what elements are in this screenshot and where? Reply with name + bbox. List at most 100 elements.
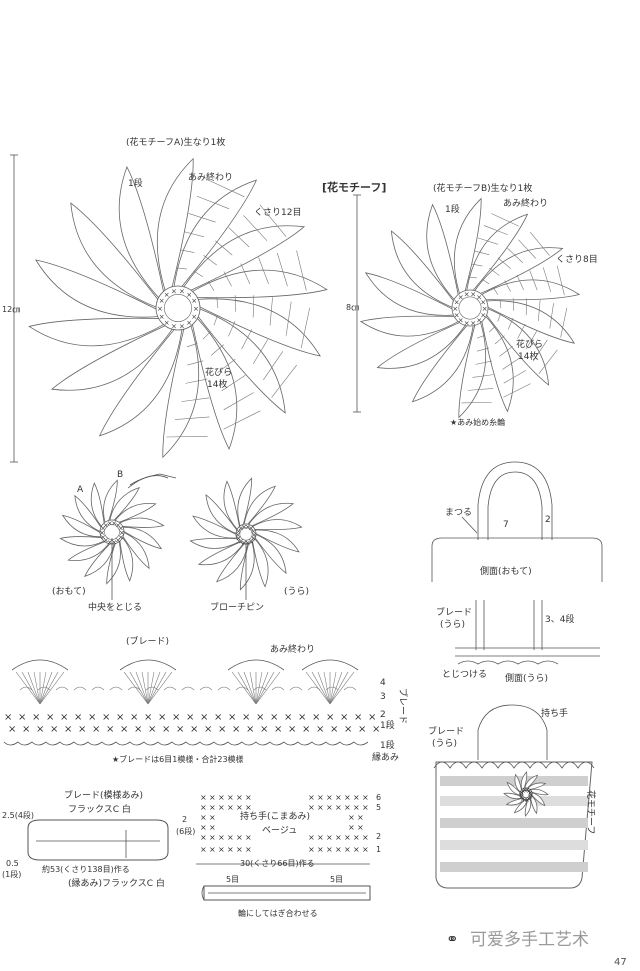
- petal: [183, 225, 306, 291]
- flower-b-drawing: ××××××××××××××: [359, 197, 581, 419]
- bag-front-7: 7: [503, 520, 509, 530]
- assembly-back: (うら): [284, 586, 309, 597]
- braid-edge-row: 1段: [380, 739, 395, 751]
- stitch-mark: [529, 231, 550, 256]
- cell-x: ×: [308, 833, 315, 842]
- stitch-x: ×: [118, 525, 124, 533]
- bag-stripe: [440, 776, 588, 786]
- braid-diagram-yarn: フラックスC 白: [68, 803, 131, 815]
- petal: [197, 308, 286, 414]
- row-x: ×: [246, 724, 254, 735]
- row-x: ×: [172, 712, 180, 723]
- cell-x: ×: [218, 803, 225, 812]
- finished-handle: 持ち手: [541, 707, 568, 719]
- petal: [486, 308, 550, 386]
- stitch-mark: [216, 296, 219, 309]
- chain-loop: [307, 686, 321, 691]
- stitch-mark: [207, 281, 215, 291]
- chain-loop: [289, 686, 303, 691]
- cell-x: ×: [209, 845, 216, 854]
- stitch-mark: [196, 195, 230, 210]
- cell-x: ×: [200, 845, 207, 854]
- stitch-x: ×: [250, 527, 256, 535]
- fan-stitch: [39, 671, 53, 705]
- stitch-mark: [507, 248, 523, 263]
- row-x: ×: [344, 724, 352, 735]
- petal: [390, 230, 454, 308]
- chain-loop: [73, 686, 87, 691]
- braid-stitch-chart: ××××××××××××××××××××××××××××××××××××××××…: [3, 659, 380, 746]
- cell-x: ×: [245, 803, 252, 812]
- stitch-x: ×: [111, 539, 117, 547]
- assembled-flower-back: ××××××××××××××: [189, 477, 303, 591]
- braid-diagram-edge: (縁あみ)フラックスC 白: [68, 877, 165, 889]
- stitch-x: ×: [527, 793, 533, 801]
- petal: [520, 771, 528, 791]
- braid-chart-title: (ブレード): [126, 635, 169, 647]
- stitch-x: ×: [470, 291, 476, 299]
- petal: [506, 781, 521, 796]
- row-x: ×: [134, 724, 142, 735]
- stitch-mark: [223, 392, 254, 411]
- fan-stitch: [249, 671, 257, 705]
- bag-stripe: [440, 862, 588, 872]
- cell-x: ×: [362, 793, 369, 802]
- stitch-mark: [549, 303, 554, 329]
- row-x: ×: [18, 712, 26, 723]
- petal: [122, 526, 163, 550]
- row-x: ×: [4, 712, 12, 723]
- stitch-x: ×: [99, 529, 105, 537]
- finished-back: (うら): [432, 738, 457, 749]
- cell-x: ×: [317, 793, 324, 802]
- bag-front-diagram: まつる 7 2 側面(おもて): [431, 461, 603, 582]
- flower-ring: [521, 789, 531, 799]
- cell-x: ×: [335, 803, 342, 812]
- petal: [98, 329, 183, 437]
- row-x: ×: [120, 724, 128, 735]
- fan-stitch: [39, 671, 59, 705]
- fan-stitch: [147, 671, 161, 705]
- fan-stitch: [147, 671, 167, 705]
- row-x: ×: [176, 724, 184, 735]
- row-x: ×: [144, 712, 152, 723]
- braid-side-label: ブレード: [397, 688, 409, 724]
- petal: [189, 537, 241, 549]
- bag-back-attach: とじつける: [442, 669, 487, 680]
- handle-height: 2: [182, 815, 187, 824]
- stitch-x: ×: [241, 523, 247, 531]
- cell-x: ×: [200, 793, 207, 802]
- stitch-x: ×: [454, 311, 460, 319]
- fan-stitch: [123, 671, 149, 705]
- row-x: ×: [368, 712, 376, 723]
- row-x: ×: [186, 712, 194, 723]
- chain-loop: [127, 686, 141, 691]
- row-x: ×: [372, 724, 380, 735]
- bag-front-side: 側面(おもて): [480, 565, 532, 577]
- stitch-mark: [537, 300, 541, 322]
- stitch-mark: [285, 301, 292, 336]
- stitch-mark: [518, 239, 537, 259]
- petal: [481, 279, 581, 301]
- stitch-mark: [473, 250, 490, 256]
- stitch-mark: [499, 346, 513, 357]
- chain-loop: [343, 686, 357, 691]
- cell-x: ×: [344, 833, 351, 842]
- stitch-x: ×: [464, 319, 470, 327]
- cell-x: ×: [353, 833, 360, 842]
- petal: [28, 317, 165, 347]
- cell-x: ×: [218, 845, 225, 854]
- cell-x: ×: [209, 793, 216, 802]
- stitch-mark: [271, 364, 298, 398]
- row-x: ×: [228, 712, 236, 723]
- braid-diagram-rows-b2: (1段): [2, 869, 21, 879]
- petal: [118, 165, 164, 299]
- cell-x: ×: [362, 803, 369, 812]
- row-x: ×: [106, 724, 114, 735]
- cell-x: ×: [245, 833, 252, 842]
- petal: [530, 795, 538, 815]
- cell-x: ×: [335, 845, 342, 854]
- fan-stitch: [15, 671, 41, 705]
- stitch-x: ×: [171, 323, 177, 331]
- stitch-x: ×: [464, 291, 470, 299]
- chain-loop: [199, 686, 213, 691]
